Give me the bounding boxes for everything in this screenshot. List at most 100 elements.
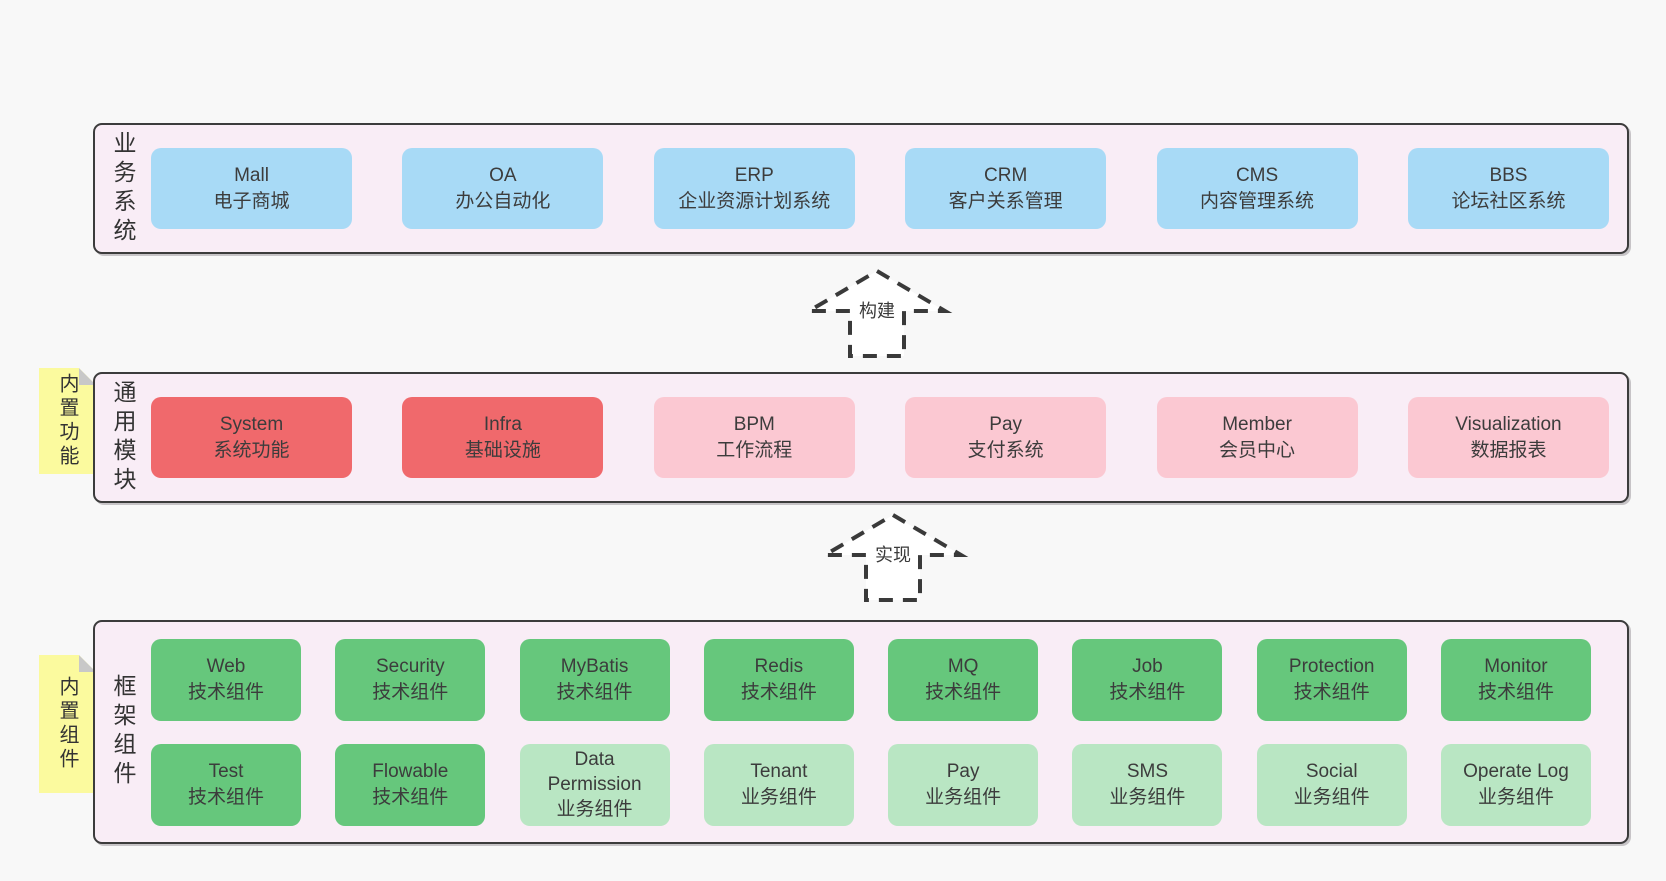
system-box-oa: OA 办公自动化 bbox=[402, 148, 604, 229]
box-title: CMS bbox=[1235, 165, 1279, 187]
box-subtitle: 技术组件 bbox=[372, 786, 449, 808]
box-title: Infra bbox=[483, 414, 522, 436]
system-box-bbs: BBS 论坛社区系统 bbox=[1407, 148, 1609, 229]
box-subtitle: 业务组件 bbox=[1293, 786, 1370, 808]
layer-label: 通用模块 bbox=[110, 379, 136, 496]
layer-label: 框架组件 bbox=[110, 674, 136, 790]
component-box-mq: MQ 技术组件 bbox=[888, 638, 1039, 721]
sticky-note-builtin-components: 内置组件 bbox=[39, 655, 96, 793]
box-title: Protection bbox=[1288, 656, 1375, 678]
box-subtitle: 业务组件 bbox=[740, 786, 817, 808]
system-box-cms: CMS 内容管理系统 bbox=[1156, 148, 1358, 229]
box-subtitle: 业务组件 bbox=[1477, 786, 1554, 808]
box-title: BBS bbox=[1489, 165, 1528, 187]
component-box-flowable: Flowable 技术组件 bbox=[335, 743, 486, 826]
box-subtitle: 技术组件 bbox=[372, 681, 449, 703]
box-title: Web bbox=[206, 656, 246, 678]
module-box-bpm: BPM 工作流程 bbox=[653, 397, 855, 478]
component-box-job: Job 技术组件 bbox=[1072, 638, 1223, 721]
box-subtitle: 客户关系管理 bbox=[948, 190, 1063, 212]
layer-common-modules: 通用模块 System 系统功能 Infra 基础设施 BPM 工作流程 Pay… bbox=[93, 372, 1629, 503]
box-title: Visualization bbox=[1455, 414, 1562, 436]
box-title: BPM bbox=[733, 414, 775, 436]
component-box-protection: Protection 技术组件 bbox=[1256, 638, 1407, 721]
tech-components-row: Web 技术组件 Security 技术组件 MyBatis 技术组件 Redi… bbox=[151, 638, 1591, 721]
box-title: ERP bbox=[734, 165, 774, 187]
sticky-label: 内置功能 bbox=[56, 373, 78, 469]
box-subtitle: 业务组件 bbox=[556, 799, 633, 821]
layer-framework-components: 框架组件 Web 技术组件 Security 技术组件 MyBatis 技术组件… bbox=[93, 620, 1629, 844]
box-title: SMS bbox=[1126, 761, 1168, 783]
box-subtitle: 数据报表 bbox=[1470, 439, 1547, 461]
layer-business-systems: 业务系统 Mall 电子商城 OA 办公自动化 ERP 企业资源计划系统 CRM… bbox=[93, 123, 1629, 254]
box-subtitle: 业务组件 bbox=[1109, 786, 1186, 808]
box-title: Tenant bbox=[750, 761, 808, 783]
box-title: Social bbox=[1305, 761, 1358, 783]
arrow-label: 实现 bbox=[872, 541, 914, 567]
system-box-mall: Mall 电子商城 bbox=[151, 148, 352, 229]
module-box-visualization: Visualization 数据报表 bbox=[1407, 397, 1609, 478]
component-box-pay: Pay 业务组件 bbox=[888, 743, 1039, 826]
build-arrow: 构建 bbox=[797, 266, 957, 362]
business-systems-row: Mall 电子商城 OA 办公自动化 ERP 企业资源计划系统 CRM 客户关系… bbox=[151, 148, 1609, 229]
component-box-tenant: Tenant 业务组件 bbox=[703, 743, 854, 826]
box-subtitle: 业务组件 bbox=[925, 786, 1002, 808]
box-title: OA bbox=[489, 165, 517, 187]
box-title: Data Permission bbox=[547, 748, 642, 795]
box-subtitle: 工作流程 bbox=[716, 439, 793, 461]
arrow-label: 构建 bbox=[856, 297, 898, 323]
box-subtitle: 技术组件 bbox=[187, 786, 264, 808]
box-subtitle: 电子商城 bbox=[213, 190, 290, 212]
box-subtitle: 技术组件 bbox=[556, 681, 633, 703]
framework-components-rows: Web 技术组件 Security 技术组件 MyBatis 技术组件 Redi… bbox=[151, 638, 1609, 826]
component-box-sms: SMS 业务组件 bbox=[1072, 743, 1223, 826]
layer-label: 业务系统 bbox=[110, 130, 136, 247]
box-title: Job bbox=[1132, 656, 1163, 678]
box-title: System bbox=[219, 414, 284, 436]
box-title: Flowable bbox=[372, 761, 449, 783]
component-box-monitor: Monitor 技术组件 bbox=[1440, 638, 1591, 721]
module-box-pay: Pay 支付系统 bbox=[905, 397, 1107, 478]
box-subtitle: 基础设施 bbox=[464, 439, 541, 461]
box-title: Member bbox=[1222, 414, 1292, 436]
box-title: Monitor bbox=[1484, 656, 1548, 678]
box-title: MQ bbox=[947, 656, 979, 678]
system-box-crm: CRM 客户关系管理 bbox=[905, 148, 1107, 229]
box-title: Pay bbox=[989, 414, 1023, 436]
box-title: CRM bbox=[984, 165, 1028, 187]
box-subtitle: 会员中心 bbox=[1219, 439, 1296, 461]
box-title: Mall bbox=[234, 165, 269, 187]
component-box-operate-log: Operate Log 业务组件 bbox=[1440, 743, 1591, 826]
box-title: MyBatis bbox=[560, 656, 629, 678]
sticky-label: 内置组件 bbox=[56, 676, 78, 772]
component-box-mybatis: MyBatis 技术组件 bbox=[519, 638, 670, 721]
component-box-redis: Redis 技术组件 bbox=[703, 638, 854, 721]
component-box-data-permission: Data Permission 业务组件 bbox=[519, 743, 670, 826]
module-box-member: Member 会员中心 bbox=[1156, 397, 1358, 478]
component-box-web: Web 技术组件 bbox=[151, 638, 301, 721]
implement-arrow: 实现 bbox=[813, 510, 973, 606]
module-box-infra: Infra 基础设施 bbox=[402, 397, 604, 478]
box-subtitle: 技术组件 bbox=[1109, 681, 1186, 703]
component-box-security: Security 技术组件 bbox=[335, 638, 486, 721]
component-box-test: Test 技术组件 bbox=[151, 743, 301, 826]
module-box-system: System 系统功能 bbox=[151, 397, 352, 478]
box-title: Operate Log bbox=[1463, 761, 1569, 783]
box-subtitle: 技术组件 bbox=[1293, 681, 1370, 703]
box-subtitle: 技术组件 bbox=[187, 681, 264, 703]
box-subtitle: 技术组件 bbox=[1477, 681, 1554, 703]
box-subtitle: 支付系统 bbox=[967, 439, 1044, 461]
component-box-social: Social 业务组件 bbox=[1256, 743, 1407, 826]
common-modules-row: System 系统功能 Infra 基础设施 BPM 工作流程 Pay 支付系统… bbox=[151, 397, 1609, 478]
biz-components-row: Test 技术组件 Flowable 技术组件 Data Permission … bbox=[151, 743, 1591, 826]
box-title: Redis bbox=[754, 656, 804, 678]
system-box-erp: ERP 企业资源计划系统 bbox=[653, 148, 855, 229]
box-subtitle: 技术组件 bbox=[740, 681, 817, 703]
box-subtitle: 内容管理系统 bbox=[1200, 190, 1315, 212]
box-subtitle: 办公自动化 bbox=[455, 190, 551, 212]
box-subtitle: 系统功能 bbox=[213, 439, 290, 461]
box-title: Test bbox=[208, 761, 244, 783]
box-title: Security bbox=[375, 656, 445, 678]
box-subtitle: 论坛社区系统 bbox=[1451, 190, 1566, 212]
